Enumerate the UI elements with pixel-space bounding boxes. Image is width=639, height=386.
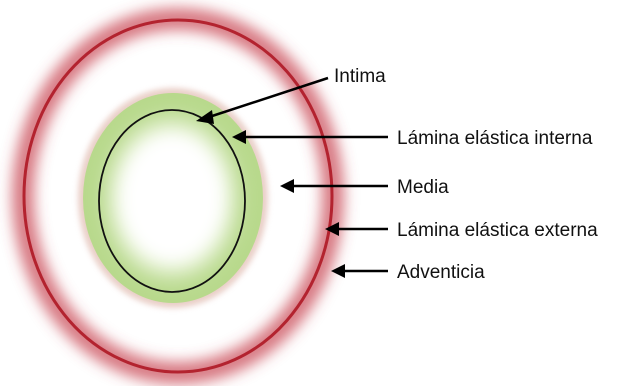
- label-lamina-elastica-externa: Lámina elástica externa: [397, 220, 598, 241]
- label-media: Media: [397, 177, 449, 198]
- arrow-adventicia: [331, 264, 388, 278]
- label-adventicia: Adventicia: [397, 262, 485, 283]
- media-layer: [78, 88, 268, 308]
- arrow-lamina-interna: [232, 130, 388, 144]
- label-lamina-elastica-interna: Lámina elástica interna: [397, 128, 593, 149]
- label-intima: Intima: [334, 66, 386, 87]
